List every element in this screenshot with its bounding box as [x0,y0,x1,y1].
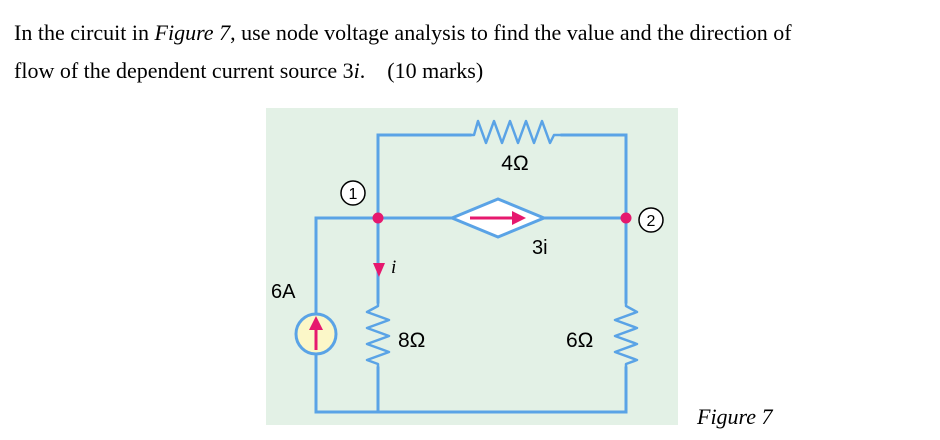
variable-i: i [353,58,360,83]
label-3i: 3i [532,237,548,259]
node-1-label: 1 [349,186,358,203]
node-2-dot [620,212,632,224]
label-6a: 6A [271,281,296,303]
wire-top-left [376,133,472,220]
question-text: In the circuit in Figure 7, use node vol… [14,14,924,90]
question-line2-end: . [359,58,366,83]
wire-source-top [314,216,380,317]
figure-reference: Figure 7 [154,20,231,45]
question-line2-start: flow of the dependent current source 3 [14,58,354,83]
figure-caption: Figure 7 [697,404,773,429]
circuit-wires [314,133,628,414]
label-4ohm: 4Ω [501,152,528,175]
question-line1-start: In the circuit in [14,20,155,45]
node-2-badge [638,207,664,233]
question-line1-end: , use node voltage analysis to find the … [230,20,792,45]
circuit-background [266,108,678,425]
label-8ohm: 8Ω [398,329,425,352]
node-1-dot [372,212,384,224]
node-2-label: 2 [647,213,656,230]
wire-top-right [560,133,628,220]
marks-label: (10 marks) [387,58,484,83]
current-source-up-arrow-icon [309,316,323,350]
resistor-8ohm-icon [365,302,391,368]
resistor-6ohm-icon [613,302,639,368]
dependent-source-arrow-icon [470,211,526,225]
node-1-badge [340,180,366,206]
current-i-arrow-icon [373,263,385,277]
label-current-i: i [391,257,396,278]
resistor-4ohm-icon [470,119,562,145]
label-6ohm: 6Ω [566,329,593,352]
